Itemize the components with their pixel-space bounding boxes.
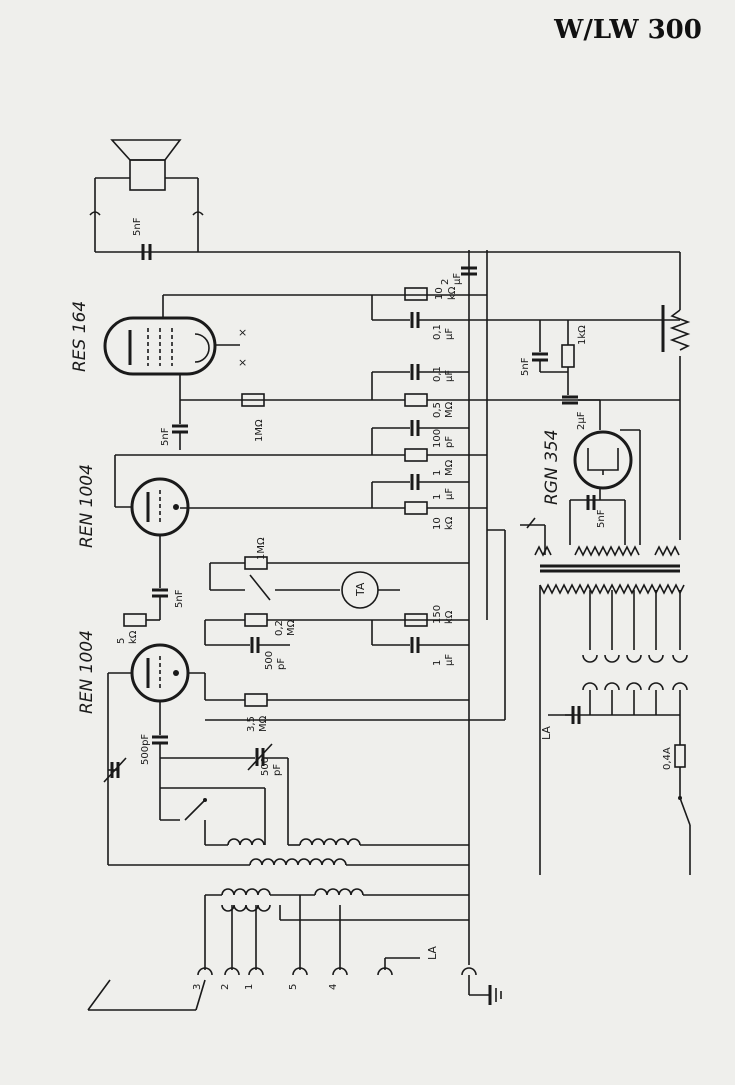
svg-text:500pF: 500pF bbox=[140, 734, 151, 765]
svg-text:MΩ: MΩ bbox=[286, 619, 297, 636]
label-tube-rgn354: RGN 354 bbox=[542, 429, 562, 505]
svg-text:1: 1 bbox=[432, 660, 443, 666]
svg-text:4: 4 bbox=[328, 984, 339, 990]
ground-icon bbox=[468, 975, 502, 1005]
svg-text:µF: µF bbox=[444, 654, 455, 666]
svg-text:2µF: 2µF bbox=[576, 411, 587, 430]
transformer-primary bbox=[539, 583, 685, 595]
resistor-05M bbox=[404, 393, 428, 407]
transformer-secondary bbox=[534, 545, 680, 557]
svg-text:µF: µF bbox=[444, 328, 455, 340]
svg-text:TA: TA bbox=[354, 582, 367, 597]
label-tube-ren1004-audio: REN 1004 bbox=[77, 464, 97, 548]
svg-text:1: 1 bbox=[244, 984, 255, 990]
svg-text:0,2: 0,2 bbox=[274, 620, 285, 636]
label-5nF-speaker: 5nF bbox=[132, 217, 143, 236]
svg-text:1MΩ: 1MΩ bbox=[256, 537, 267, 560]
svg-text:×: × bbox=[238, 356, 247, 369]
voltage-selector-taps bbox=[565, 590, 688, 716]
svg-text:5nF: 5nF bbox=[520, 357, 531, 376]
svg-text:5nF: 5nF bbox=[160, 427, 171, 446]
svg-text:kΩ: kΩ bbox=[444, 610, 455, 624]
tube-ren1004-audio bbox=[130, 477, 190, 537]
choke-coil bbox=[661, 305, 691, 352]
svg-text:1kΩ: 1kΩ bbox=[577, 325, 588, 345]
power-switch bbox=[679, 797, 691, 826]
svg-text:pF: pF bbox=[444, 436, 455, 448]
svg-text:5: 5 bbox=[116, 638, 127, 644]
svg-text:kΩ: kΩ bbox=[128, 630, 139, 644]
svg-text:3: 3 bbox=[192, 984, 203, 990]
svg-text:2: 2 bbox=[220, 984, 231, 990]
svg-text:5nF: 5nF bbox=[596, 509, 607, 528]
svg-text:500: 500 bbox=[260, 757, 271, 776]
coil-antenna-left bbox=[221, 888, 271, 912]
svg-text:1: 1 bbox=[432, 494, 443, 500]
switch-arm bbox=[249, 574, 271, 601]
svg-text:100: 100 bbox=[432, 429, 443, 448]
wave-switch bbox=[184, 799, 206, 821]
svg-text:3,5: 3,5 bbox=[246, 716, 257, 732]
tube-res164 bbox=[103, 316, 217, 376]
speaker-icon bbox=[89, 139, 204, 252]
svg-text:2: 2 bbox=[440, 279, 451, 285]
svg-text:MΩ: MΩ bbox=[444, 401, 455, 418]
resistor-1k bbox=[561, 344, 575, 368]
svg-text:0,4A: 0,4A bbox=[662, 747, 673, 770]
svg-text:kΩ: kΩ bbox=[444, 516, 455, 530]
coil-upper-right bbox=[299, 838, 361, 846]
svg-text:10: 10 bbox=[432, 517, 443, 530]
page-title: W/LW 300 bbox=[553, 15, 702, 45]
tube-ren1004-detector bbox=[130, 643, 190, 703]
svg-text:1: 1 bbox=[432, 470, 443, 476]
resistor-10k-b bbox=[404, 501, 428, 515]
svg-text:1MΩ: 1MΩ bbox=[254, 419, 265, 442]
tube-rgn354 bbox=[573, 430, 633, 490]
svg-text:0,1: 0,1 bbox=[432, 366, 443, 382]
svg-text:pF: pF bbox=[276, 658, 287, 670]
coil-reaction bbox=[249, 858, 347, 866]
svg-text:MΩ: MΩ bbox=[444, 459, 455, 476]
coil-upper-left bbox=[227, 838, 265, 846]
svg-text:150: 150 bbox=[432, 605, 443, 624]
label-tube-res164: RES 164 bbox=[70, 301, 90, 372]
resistor-1M-a bbox=[404, 448, 428, 462]
resistor-02M bbox=[244, 613, 268, 627]
resistor-150k bbox=[404, 613, 428, 627]
svg-text:µF: µF bbox=[444, 488, 455, 500]
svg-text:MΩ: MΩ bbox=[258, 715, 269, 732]
resistor-5k bbox=[123, 613, 147, 627]
svg-text:kΩ: kΩ bbox=[447, 286, 458, 300]
label-tube-ren1004-detector: REN 1004 bbox=[77, 630, 97, 714]
svg-text:0,5: 0,5 bbox=[432, 402, 443, 418]
svg-text:0,1: 0,1 bbox=[432, 324, 443, 340]
svg-text:LA: LA bbox=[540, 726, 553, 740]
resistor-35M bbox=[244, 693, 268, 707]
resistor-1M-grid bbox=[241, 393, 265, 407]
svg-text:10: 10 bbox=[434, 287, 445, 300]
capacitor-5nF-speaker bbox=[141, 244, 152, 260]
svg-text:µF: µF bbox=[444, 370, 455, 382]
fuse-icon bbox=[674, 744, 686, 768]
svg-text:LA: LA bbox=[426, 946, 439, 960]
svg-text:5nF: 5nF bbox=[174, 589, 185, 608]
svg-text:µF: µF bbox=[452, 273, 463, 285]
coil-antenna-right bbox=[314, 888, 364, 896]
svg-text:5: 5 bbox=[288, 984, 299, 990]
svg-text:500: 500 bbox=[264, 651, 275, 670]
terminal-sockets bbox=[197, 967, 477, 976]
resistor-10k bbox=[404, 287, 428, 301]
antenna-icon bbox=[87, 979, 206, 1011]
svg-text:pF: pF bbox=[272, 764, 283, 776]
svg-text:×: × bbox=[238, 326, 247, 339]
